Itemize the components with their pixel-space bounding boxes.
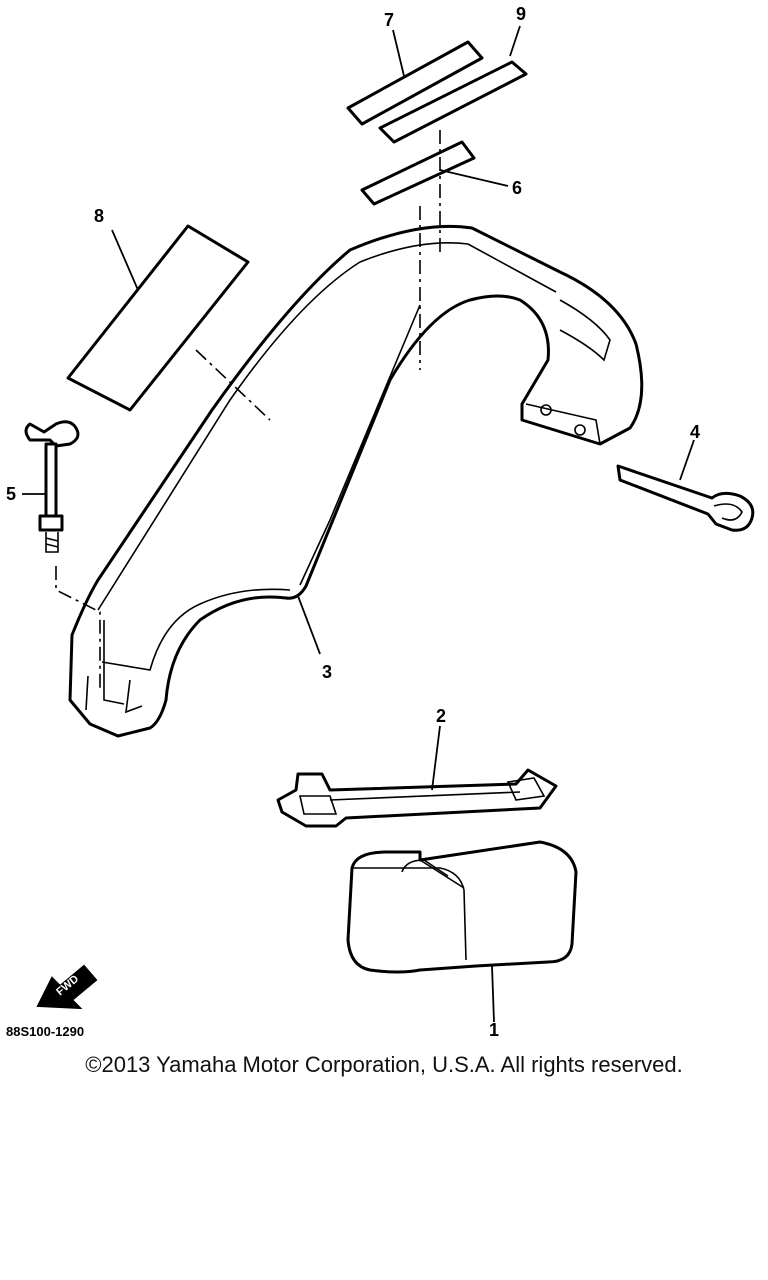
part-8-decal[interactable] <box>66 224 250 412</box>
part-7-decal[interactable] <box>346 40 484 126</box>
part-2-strap[interactable] <box>276 768 558 828</box>
parts-diagram: FWD 7 9 6 8 5 4 3 2 1 88S100-1290 <box>6 4 755 1040</box>
callout-9: 9 <box>516 4 526 24</box>
callout-1: 1 <box>489 1020 499 1040</box>
part-4-rod[interactable] <box>616 464 755 532</box>
callout-5: 5 <box>6 484 16 504</box>
callout-7: 7 <box>384 10 394 30</box>
callout-4: 4 <box>690 422 700 442</box>
callout-2: 2 <box>436 706 446 726</box>
callout-8: 8 <box>94 206 104 226</box>
leader-lines <box>22 25 695 1023</box>
callout-3: 3 <box>322 662 332 682</box>
diagram-code: 88S100-1290 <box>6 1024 84 1039</box>
fwd-arrow-icon: FWD <box>36 964 98 1010</box>
callout-6: 6 <box>512 178 522 198</box>
part-5-wing-bolt[interactable] <box>24 420 80 553</box>
copyright-notice: ©2013 Yamaha Motor Corporation, U.S.A. A… <box>85 1052 683 1077</box>
assembly-lines <box>55 130 441 690</box>
part-9-decal[interactable] <box>378 60 528 144</box>
part-1-battery-box[interactable] <box>346 840 578 974</box>
part-6-decal[interactable] <box>360 140 476 206</box>
